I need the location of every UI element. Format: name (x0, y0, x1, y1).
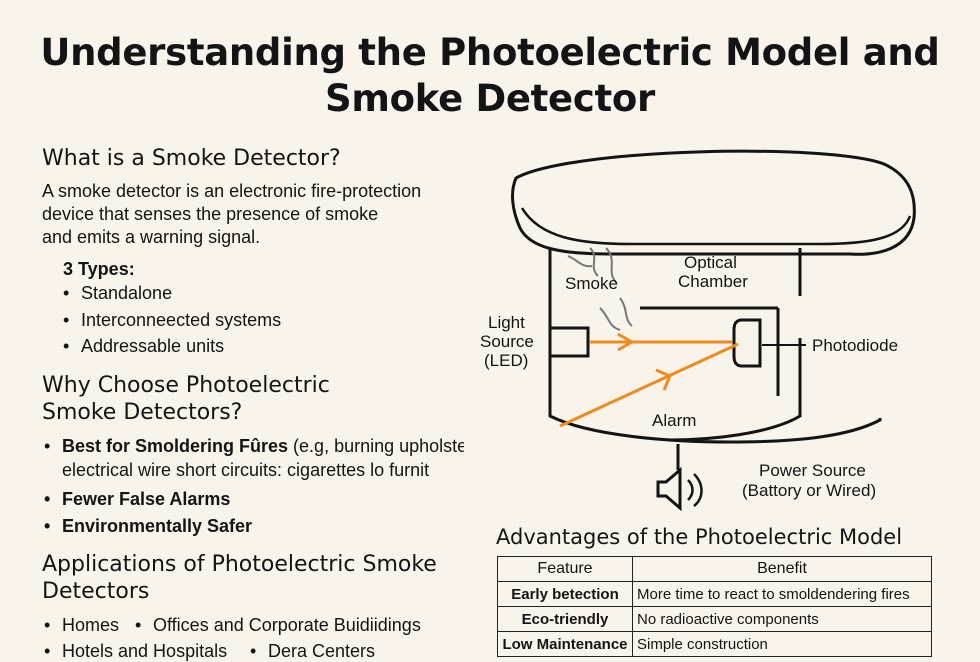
detector-body (548, 248, 882, 444)
photodiode-housing (732, 318, 762, 368)
smoke-wisp (567, 255, 593, 268)
table-row: Early betection More time to react to sm… (497, 581, 932, 607)
type-item: • Standalone (63, 282, 172, 304)
bullet: • (44, 436, 51, 456)
what-line-2: device that senses the presence of smoke (42, 204, 379, 224)
page-title-line2: Smoke Detector (325, 77, 655, 120)
label-power-1: Power Source (759, 461, 866, 480)
type-item: • Interconneected systems (63, 309, 281, 331)
application-item: • Dera Centers (250, 640, 375, 662)
bullet: • (63, 336, 70, 356)
bullet: • (44, 489, 51, 509)
label-alarm: Alarm (652, 411, 696, 430)
why-heading-line2: Smoke Detectors? (42, 400, 243, 425)
application-label: Homes (62, 615, 120, 635)
why-item-3-label: Environmentally Safer (62, 516, 253, 536)
why-item-3: • Environmentally Safer (44, 515, 252, 537)
application-label: Hotels and Hospitals (62, 641, 228, 661)
speaker-icon (656, 466, 703, 512)
what-heading: What is a Smoke Detector? (42, 146, 341, 171)
what-line-1: A smoke detector is an electronic fire-p… (42, 181, 422, 201)
feature-cell: Early betection (497, 581, 633, 607)
application-item: • Offices and Corporate Buidiidings (135, 614, 421, 636)
benefit-cell: More time to react to smoldendering fire… (632, 581, 932, 607)
why-item-1-line2: electrical wire short circuits: cigarett… (62, 460, 430, 480)
bullet: • (250, 641, 257, 661)
type-label: Standalone (81, 283, 173, 303)
label-power-2: (Battory or Wired) (742, 481, 876, 500)
application-item: • Homes (44, 614, 119, 636)
detector-body-right-lower (669, 338, 802, 442)
applications-heading-line1: Applications of Photoelectric Smoke (42, 552, 437, 577)
smoke-wisp (605, 247, 617, 283)
applications-heading: Applications of Photoelectric Smoke Dete… (42, 551, 437, 605)
why-item-2: • Fewer False Alarms (44, 488, 230, 510)
table-row: Eco-triendly No radioactive components (497, 606, 932, 632)
column-header-benefit: Benefit (632, 556, 932, 582)
scattered-arrowhead (655, 368, 672, 391)
what-line-3: and emits a warning signal. (42, 227, 261, 247)
advantages-table: Feature Benefit Early betection More tim… (497, 556, 932, 657)
types-heading: 3 Types: (63, 259, 135, 279)
why-item-1: • Best for Smoldering Fûres (e.g, burning… (44, 435, 464, 457)
label-light-2: Source (480, 332, 534, 351)
column-header-feature: Feature (497, 556, 633, 582)
label-optical-1: Optical (684, 253, 737, 272)
detector-cap (511, 149, 916, 256)
type-label: Interconneected systems (81, 310, 282, 330)
why-item-2-label: Fewer False Alarms (62, 489, 231, 509)
application-label: Offices and Corporate Buidiidings (153, 615, 421, 635)
label-photodiode: Photodiode (812, 336, 898, 355)
page-title: Understanding the Photoelectric Model an… (0, 30, 980, 122)
bullet: • (44, 641, 51, 661)
smoke-wisp (589, 247, 599, 277)
benefit-cell: No radioactive components (632, 606, 932, 632)
led-box (548, 326, 590, 358)
scattered-beam (559, 342, 739, 428)
label-optical-2: Chamber (678, 272, 748, 291)
bullet: • (44, 516, 51, 536)
beam-arrowhead (617, 332, 636, 352)
feature-cell: Eco-triendly (497, 606, 633, 632)
smoke-wisp (599, 307, 621, 331)
label-smoke: Smoke (565, 274, 618, 293)
applications-heading-line2: Detectors (42, 579, 150, 604)
why-item-1-rest: (e.g, burning upholstery, (293, 436, 464, 456)
page-title-line1: Understanding the Photoelectric Model an… (40, 31, 940, 74)
bullet: • (135, 615, 142, 635)
advantages-heading: Advantages of the Photoelectric Model (496, 525, 903, 549)
bullet: • (63, 283, 70, 303)
detector-cap-rim (520, 207, 912, 246)
why-heading: Why Choose Photoelectric Smoke Detectors… (42, 372, 330, 426)
label-light-3: (LED) (484, 351, 528, 370)
application-label: Dera Centers (268, 641, 376, 661)
label-light-1: Light (488, 313, 525, 332)
bullet: • (44, 615, 51, 635)
bullet: • (63, 310, 70, 330)
smoke-detector-diagram: Smoke Optical Chamber Light Source (LED)… (480, 149, 916, 512)
application-item: • Hotels and Hospitals (44, 640, 227, 662)
why-item-1-bold: Best for Smoldering Fûres (62, 436, 289, 456)
smoke-wisp (619, 297, 633, 327)
why-heading-line1: Why Choose Photoelectric (42, 373, 330, 398)
type-item: • Addressable units (63, 335, 224, 357)
table-header-row: Feature Benefit (497, 556, 932, 582)
type-label: Addressable units (81, 336, 225, 356)
